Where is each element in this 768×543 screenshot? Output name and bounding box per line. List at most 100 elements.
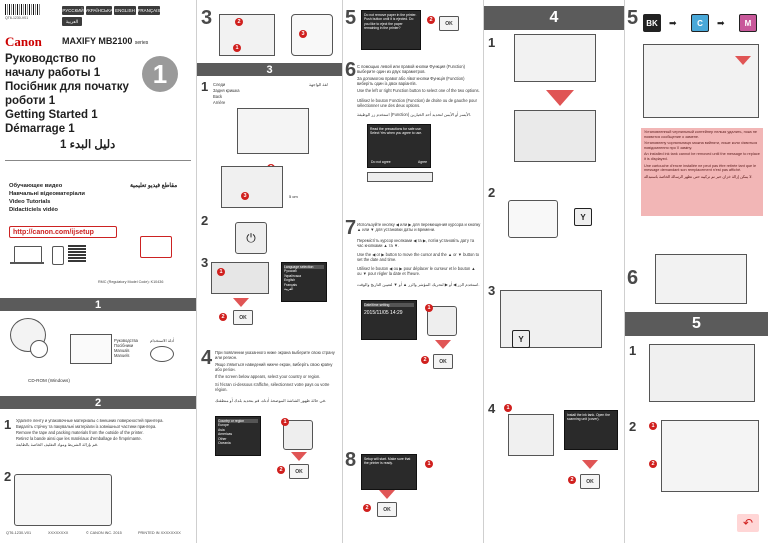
laptop-base-icon <box>10 262 44 264</box>
model-suffix: series <box>134 40 149 46</box>
step-5-number: 5 <box>345 7 357 29</box>
control-panel-illustration <box>211 262 269 294</box>
callout-1: 1 <box>233 44 241 52</box>
screen-menu-item: Français <box>284 282 298 287</box>
ink-tank-illustration <box>508 200 558 238</box>
step-2-number: 2 <box>201 213 209 228</box>
ok-button[interactable]: OK <box>289 464 309 479</box>
printer-side-illustration <box>221 166 283 208</box>
canon-logo: Canon <box>5 34 42 49</box>
video-label-fr: Didacticiels vidéo <box>9 207 58 213</box>
notice-text-en: An installed ink tank cannot be removed … <box>644 152 760 161</box>
column-3: 5 Do not remove paper in the printer. Pu… <box>343 0 483 543</box>
step-3-number-b: 3 <box>201 255 209 270</box>
manuals-illustration <box>70 334 112 364</box>
step-2-number: 2 <box>4 469 12 484</box>
manual-label-fr: Manuels <box>114 353 130 358</box>
lang-ru: РУССКИЙ <box>62 6 84 15</box>
column-2: 3 2 1 3 3 1 Следи Задня кришка Back Arri… <box>197 0 342 543</box>
step-7-text-ar: استخدم الزر ◀ أو ▶ لتحريك المؤشر والزر ▲… <box>357 282 480 287</box>
video-label-ru: Обучающее видео <box>9 183 63 189</box>
date-screen-title: Date/time setting <box>364 303 414 308</box>
function-buttons[interactable] <box>367 172 433 182</box>
booklet-number-badge: 1 <box>142 56 178 92</box>
screen-menu-item: Українська <box>284 273 301 278</box>
list-item-1: Задня кришка <box>213 88 240 93</box>
lang-uk: УКРАЇНСЬКА <box>85 6 113 15</box>
step-2-1-text-en: Remove the tape and packing materials fr… <box>16 430 144 435</box>
ok-button[interactable]: OK <box>233 310 253 325</box>
cable-illustration <box>291 14 333 56</box>
url-box[interactable]: http://canon.com/ijsetup <box>9 226 117 238</box>
box-contents-illustration <box>10 318 46 352</box>
step-6-text-fr: Utilisez le bouton Fonction (Function) d… <box>357 98 477 108</box>
screen-option-right: Agree <box>417 159 427 164</box>
divider <box>5 160 191 161</box>
screen-menu-item: Русский <box>284 269 297 274</box>
notice-text-ar: لا يمكن إزالة خزان حبر تم تركيبه حتى تظه… <box>644 174 753 179</box>
manual-label-en: Manuals <box>114 348 130 353</box>
callout-2f: 2 <box>421 356 429 364</box>
cassette-pull-illustration <box>661 420 759 492</box>
callout-1f: 1 <box>425 460 433 468</box>
screen-menu-title: Language selection <box>284 265 324 270</box>
step-6-number: 6 <box>345 59 357 81</box>
step-7-text-uk: Перемістіть курсор кнопками ◀ та ▶, поті… <box>357 238 475 248</box>
cover-column: QT6-1230-V01 РУССКИЙ УКРАЇНСЬКА ENGLISH … <box>0 0 196 543</box>
cover-close-illustration <box>508 414 554 456</box>
video-label-uk: Навчальні відеоматеріали <box>9 191 85 197</box>
notice-text-fr: Une cartouche d'encre installée ne peut … <box>644 163 757 173</box>
step-2-1-text-fr: Retirez la bande ainsi que les matériaux… <box>16 436 142 441</box>
step-7-number: 7 <box>345 217 357 239</box>
callout-2c: 2 <box>219 313 227 321</box>
callout-2i: 2 <box>649 460 657 468</box>
setup-url[interactable]: http://canon.com/ijsetup <box>13 228 94 236</box>
barcode-number: QT6-1230-V01 <box>5 16 29 20</box>
step-1-number: 1 <box>629 343 637 358</box>
ink-tank-y: Y <box>574 208 592 226</box>
arrow-down-icon <box>233 298 249 307</box>
callout-3b: 3 <box>241 192 249 200</box>
title-uk-1: Посібник для початку <box>5 81 129 93</box>
ink-tank-c: C <box>691 14 709 32</box>
ink-tank-y-installed: Y <box>512 330 530 348</box>
printer-open-illustration <box>514 34 596 82</box>
page-turn-arrow-icon[interactable]: ↶ <box>737 514 759 532</box>
ok-button[interactable]: OK <box>580 474 600 489</box>
title-ru-2: началу работы 1 <box>5 67 101 79</box>
printer-top-illustration <box>219 14 275 56</box>
barcode <box>5 4 41 15</box>
footer-code-2: XXXXXXXX <box>48 531 69 535</box>
step-1-number: 1 <box>4 417 12 432</box>
screen-menu-item: Other <box>218 436 227 441</box>
step-1-number: 1 <box>201 79 209 94</box>
step-2-1-text-uk: Видаліть стрічку та пакувальні матеріали… <box>16 424 157 429</box>
screen-menu-item: Asia <box>218 427 225 432</box>
power-button-illustration: ⏻ <box>235 222 267 254</box>
ok-button[interactable]: OK <box>439 16 459 31</box>
column-5: 5 BK ➡ C ➡ M Установленный чернильный ко… <box>625 0 768 543</box>
callout-1c: 1 <box>217 268 225 276</box>
callout-3: 3 <box>299 30 307 38</box>
column-4: 4 1 2 Y 3 Y 4 1 Install the ink tank. Op… <box>484 0 624 543</box>
ink-install-screen: Install the ink tank. Open the scanning … <box>564 410 618 450</box>
model-name: MAXIFY MB2100 series <box>62 36 148 46</box>
screen-menu-title: Country or region <box>218 419 258 424</box>
setup-screen: Setup will start. Make sure that the pri… <box>361 454 417 490</box>
title-en: Getting Started 1 <box>5 109 98 121</box>
section-5-band: 5 <box>625 312 768 336</box>
ok-button[interactable]: OK <box>377 502 397 517</box>
step-5-number: 5 <box>627 7 639 29</box>
footer-printed: PRINTED IN XXXXXXXX <box>138 531 181 535</box>
ok-button[interactable]: OK <box>433 354 453 369</box>
paper-cassette-illustration <box>649 344 755 402</box>
arrow-keys-panel <box>427 306 457 336</box>
arrow-down-icon <box>546 90 574 106</box>
title-uk-2: роботи 1 <box>5 95 56 107</box>
notice-text-uk: Установлену чорнильницю можна вийняти, л… <box>644 141 758 150</box>
footer-copyright: © CANON INC. 2015 <box>86 531 122 535</box>
qr-code-icon <box>68 244 86 262</box>
step-6-text-ar: استخدم زر الوظيفة (Function) الأيسر أو ا… <box>357 112 472 117</box>
step-4-text-ru: При появлении указанного ниже экрана выб… <box>215 350 335 360</box>
